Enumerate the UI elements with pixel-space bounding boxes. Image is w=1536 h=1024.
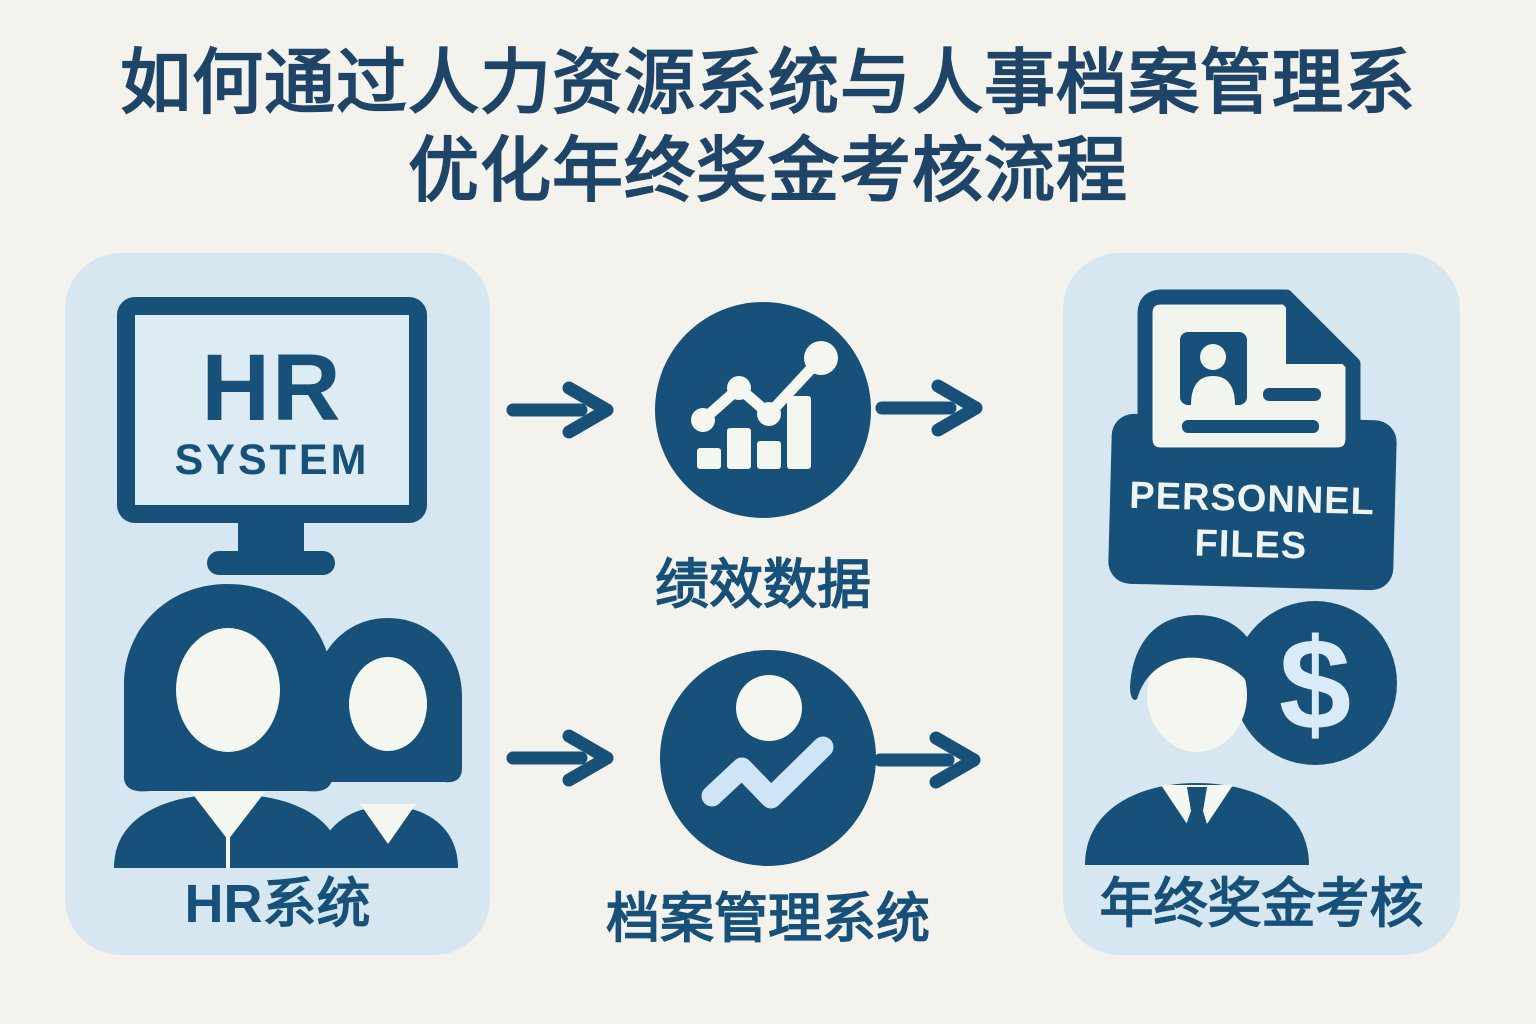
page-title: 如何通过人力资源系统与人事档案管理系 优化年终奖金考核流程 [0, 40, 1536, 216]
page-title-line1: 如何通过人力资源系统与人事档案管理系 [119, 44, 1416, 123]
person-head-glyph [736, 675, 802, 741]
dollar-sign-glyph: $ [1279, 611, 1351, 757]
hr-system-panel: HR SYSTEM HR系统 [65, 253, 490, 955]
bonus-person-icon: $ [1085, 601, 1397, 865]
employee-front-figure [114, 584, 342, 868]
performance-chart-icon [655, 302, 871, 518]
person-trend-icon [660, 650, 876, 866]
flow-arrow-top-left [506, 381, 614, 439]
monitor-stand-base [207, 551, 335, 575]
flow-arrow-bottom-right [873, 731, 981, 789]
flow-arrow-top-right [875, 379, 983, 437]
document-glyph [1137, 289, 1361, 463]
check-trend-glyph [701, 736, 834, 809]
bar-chart-glyph [697, 396, 811, 469]
dollar-icon: $ [1233, 601, 1397, 765]
flow-arrow-bottom-left [506, 729, 614, 787]
tie-glyph [1179, 787, 1214, 863]
two-employees-icon [114, 584, 462, 868]
monitor-text-system: SYSTEM [174, 436, 370, 484]
personnel-files-icon: PERSONNEL FILES [1108, 289, 1397, 591]
archive-system-label: 档案管理系统 [606, 889, 930, 949]
businessman-glyph [1085, 615, 1309, 865]
monitor-text-hr: HR [201, 335, 343, 441]
bonus-assessment-panel: PERSONNEL FILES $ 年终奖金考核 [1063, 253, 1460, 955]
bonus-assessment-label: 年终奖金考核 [1099, 874, 1424, 934]
files-badge-line2: FILES [1194, 523, 1308, 568]
monitor-icon: HR SYSTEM [117, 297, 427, 523]
hr-system-label: HR系统 [184, 874, 371, 934]
performance-data-label: 绩效数据 [655, 555, 871, 615]
trend-line-glyph [691, 341, 838, 432]
files-badge-line1: PERSONNEL [1129, 475, 1375, 523]
employee-back-figure [314, 618, 462, 868]
page-title-line2: 优化年终奖金考核流程 [407, 132, 1128, 211]
